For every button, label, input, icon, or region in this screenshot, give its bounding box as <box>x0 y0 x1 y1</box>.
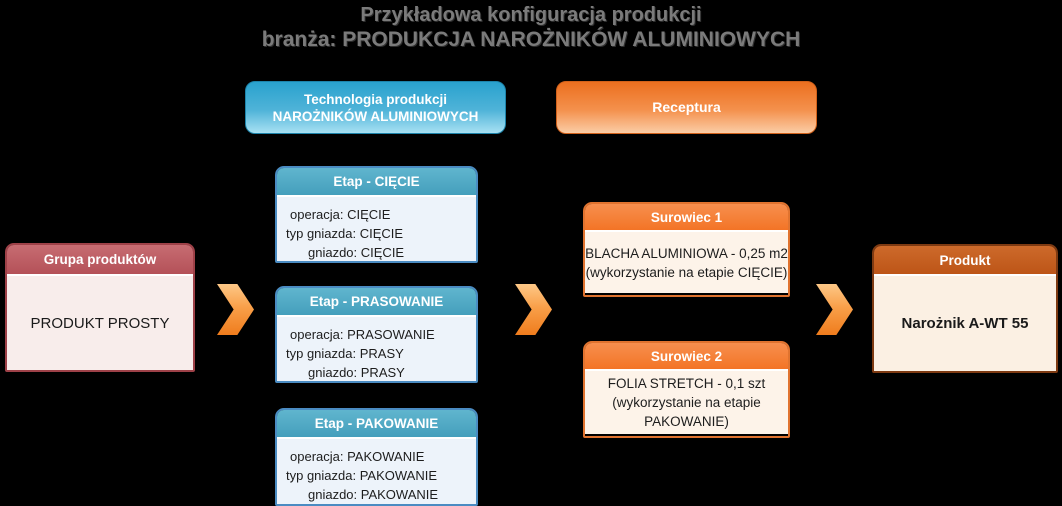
material-header: Surowiec 1 <box>585 204 788 230</box>
recipe-header-button: Receptura <box>556 81 817 134</box>
technology-header-button: Technologia produkcji NAROŻNIKÓW ALUMINI… <box>245 81 506 134</box>
stage-operation: operacja: CIĘCIE <box>290 207 391 222</box>
stage-box-ciecie: Etap - CIĘCIE operacja: CIĘCIE typ gniaz… <box>275 166 478 263</box>
material-box-1: Surowiec 1 BLACHA ALUMINIOWA - 0,25 m2 (… <box>583 202 790 297</box>
product-box: Produkt Narożnik A-WT 55 <box>872 244 1058 373</box>
product-value: Narożnik A-WT 55 <box>901 315 1029 332</box>
stage-operation: operacja: PRASOWANIE <box>290 327 435 342</box>
material-body: FOLIA STRETCH - 0,1 szt (wykorzystanie n… <box>585 369 788 434</box>
technology-label-line-1: Technologia produkcji <box>303 91 447 107</box>
page-title: Przykładowa konfiguracja produkcji branż… <box>0 3 1062 52</box>
product-header: Produkt <box>874 246 1056 274</box>
material-box-2: Surowiec 2 FOLIA STRETCH - 0,1 szt (wyko… <box>583 341 790 438</box>
chevron-right-icon <box>515 284 552 335</box>
stage-body: operacja: PAKOWANIE typ gniazda: PAKOWAN… <box>277 437 476 504</box>
material-description-line: BLACHA ALUMINIOWA - 0,25 m2 <box>585 245 788 261</box>
stage-slot: gniazdo: CIĘCIE <box>308 245 405 260</box>
technology-label-line-2: NAROŻNIKÓW ALUMINIOWYCH <box>272 108 479 124</box>
page-title-line-1: Przykładowa konfiguracja produkcji <box>360 4 702 26</box>
material-usage-line: (wykorzystanie na etapie CIĘCIE) <box>585 264 788 280</box>
stage-operation: operacja: PAKOWANIE <box>290 449 425 464</box>
material-usage-line: (wykorzystanie na etapie <box>612 395 761 410</box>
stage-slot-type: typ gniazda: PRASY <box>286 346 404 361</box>
material-description-line: FOLIA STRETCH - 0,1 szt <box>607 376 766 391</box>
stage-body: operacja: CIĘCIE typ gniazda: CIĘCIE gni… <box>277 195 476 261</box>
stage-slot-type: typ gniazda: PAKOWANIE <box>286 468 438 483</box>
material-body: BLACHA ALUMINIOWA - 0,25 m2 (wykorzystan… <box>585 230 788 293</box>
page-title-line-2: branża: PRODUKCJA NAROŻNIKÓW ALUMINIOWYC… <box>261 28 801 51</box>
product-group-value: PRODUKT PROSTY <box>30 314 170 332</box>
chevron-right-icon <box>816 284 853 335</box>
recipe-label: Receptura <box>652 99 721 115</box>
stage-slot: gniazdo: PAKOWANIE <box>308 487 439 502</box>
stage-box-pakowanie: Etap - PAKOWANIE operacja: PAKOWANIE typ… <box>275 408 478 506</box>
product-body: Narożnik A-WT 55 <box>874 274 1056 371</box>
stage-slot-type: typ gniazda: CIĘCIE <box>286 226 404 241</box>
material-header: Surowiec 2 <box>585 343 788 369</box>
product-group-header: Grupa produktów <box>7 245 193 274</box>
stage-box-prasowanie: Etap - PRASOWANIE operacja: PRASOWANIE t… <box>275 286 478 383</box>
stage-body: operacja: PRASOWANIE typ gniazda: PRASY … <box>277 315 476 381</box>
product-group-box: Grupa produktów PRODUKT PROSTY <box>5 243 195 372</box>
material-usage-line-2: PAKOWANIE) <box>644 414 729 429</box>
stage-header: Etap - PAKOWANIE <box>277 410 476 437</box>
product-group-body: PRODUKT PROSTY <box>7 274 193 370</box>
stage-slot: gniazdo: PRASY <box>308 365 405 380</box>
stage-header: Etap - CIĘCIE <box>277 168 476 195</box>
stage-header: Etap - PRASOWANIE <box>277 288 476 315</box>
chevron-right-icon <box>217 284 254 335</box>
